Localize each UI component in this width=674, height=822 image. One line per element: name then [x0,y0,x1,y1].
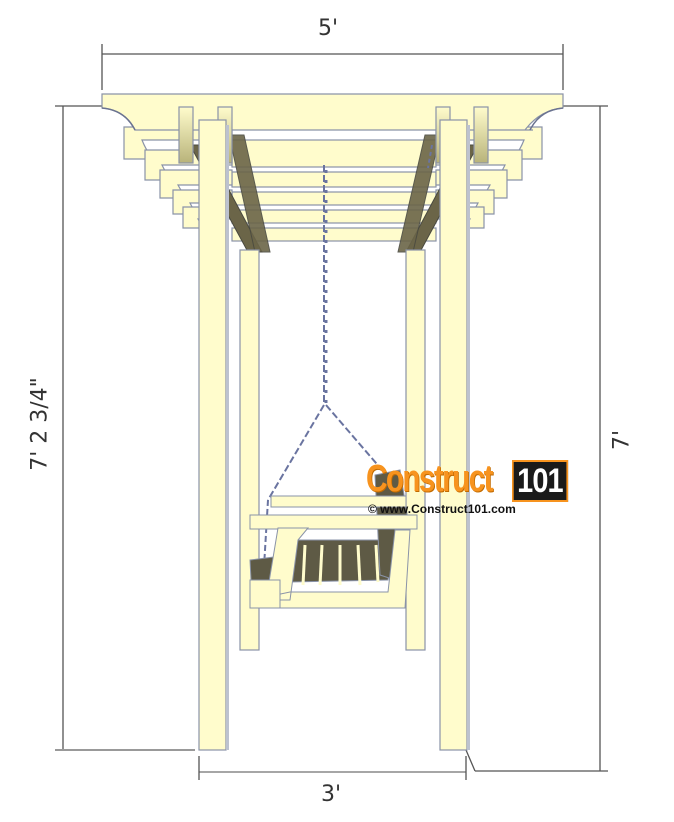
dimension-right-height: 7' [609,429,635,451]
back-right-post [405,249,426,651]
dimension-top-width: 5' [318,16,339,41]
dimension-bottom-width: 3' [321,782,342,807]
swing-chains [261,144,433,601]
back-left-post [239,249,260,651]
dimension-lines [55,44,608,780]
logo-brand-number: 101 [512,460,568,502]
porch-swing [249,469,418,609]
construct101-watermark: Construct 101 © www.Construct101.com [366,458,568,520]
post-shadows [226,125,470,750]
logo-url: © www.Construct101.com [368,502,516,516]
logo-wordmark: Construct [366,458,527,500]
top-beam [101,93,564,131]
front-left-post [198,119,227,751]
dimension-left-height: 7' 2 3/4" [27,377,53,471]
front-right-post [439,119,468,751]
logo-brand-word: Construct [366,457,493,500]
posts [198,119,468,751]
roof-slats [231,139,437,242]
